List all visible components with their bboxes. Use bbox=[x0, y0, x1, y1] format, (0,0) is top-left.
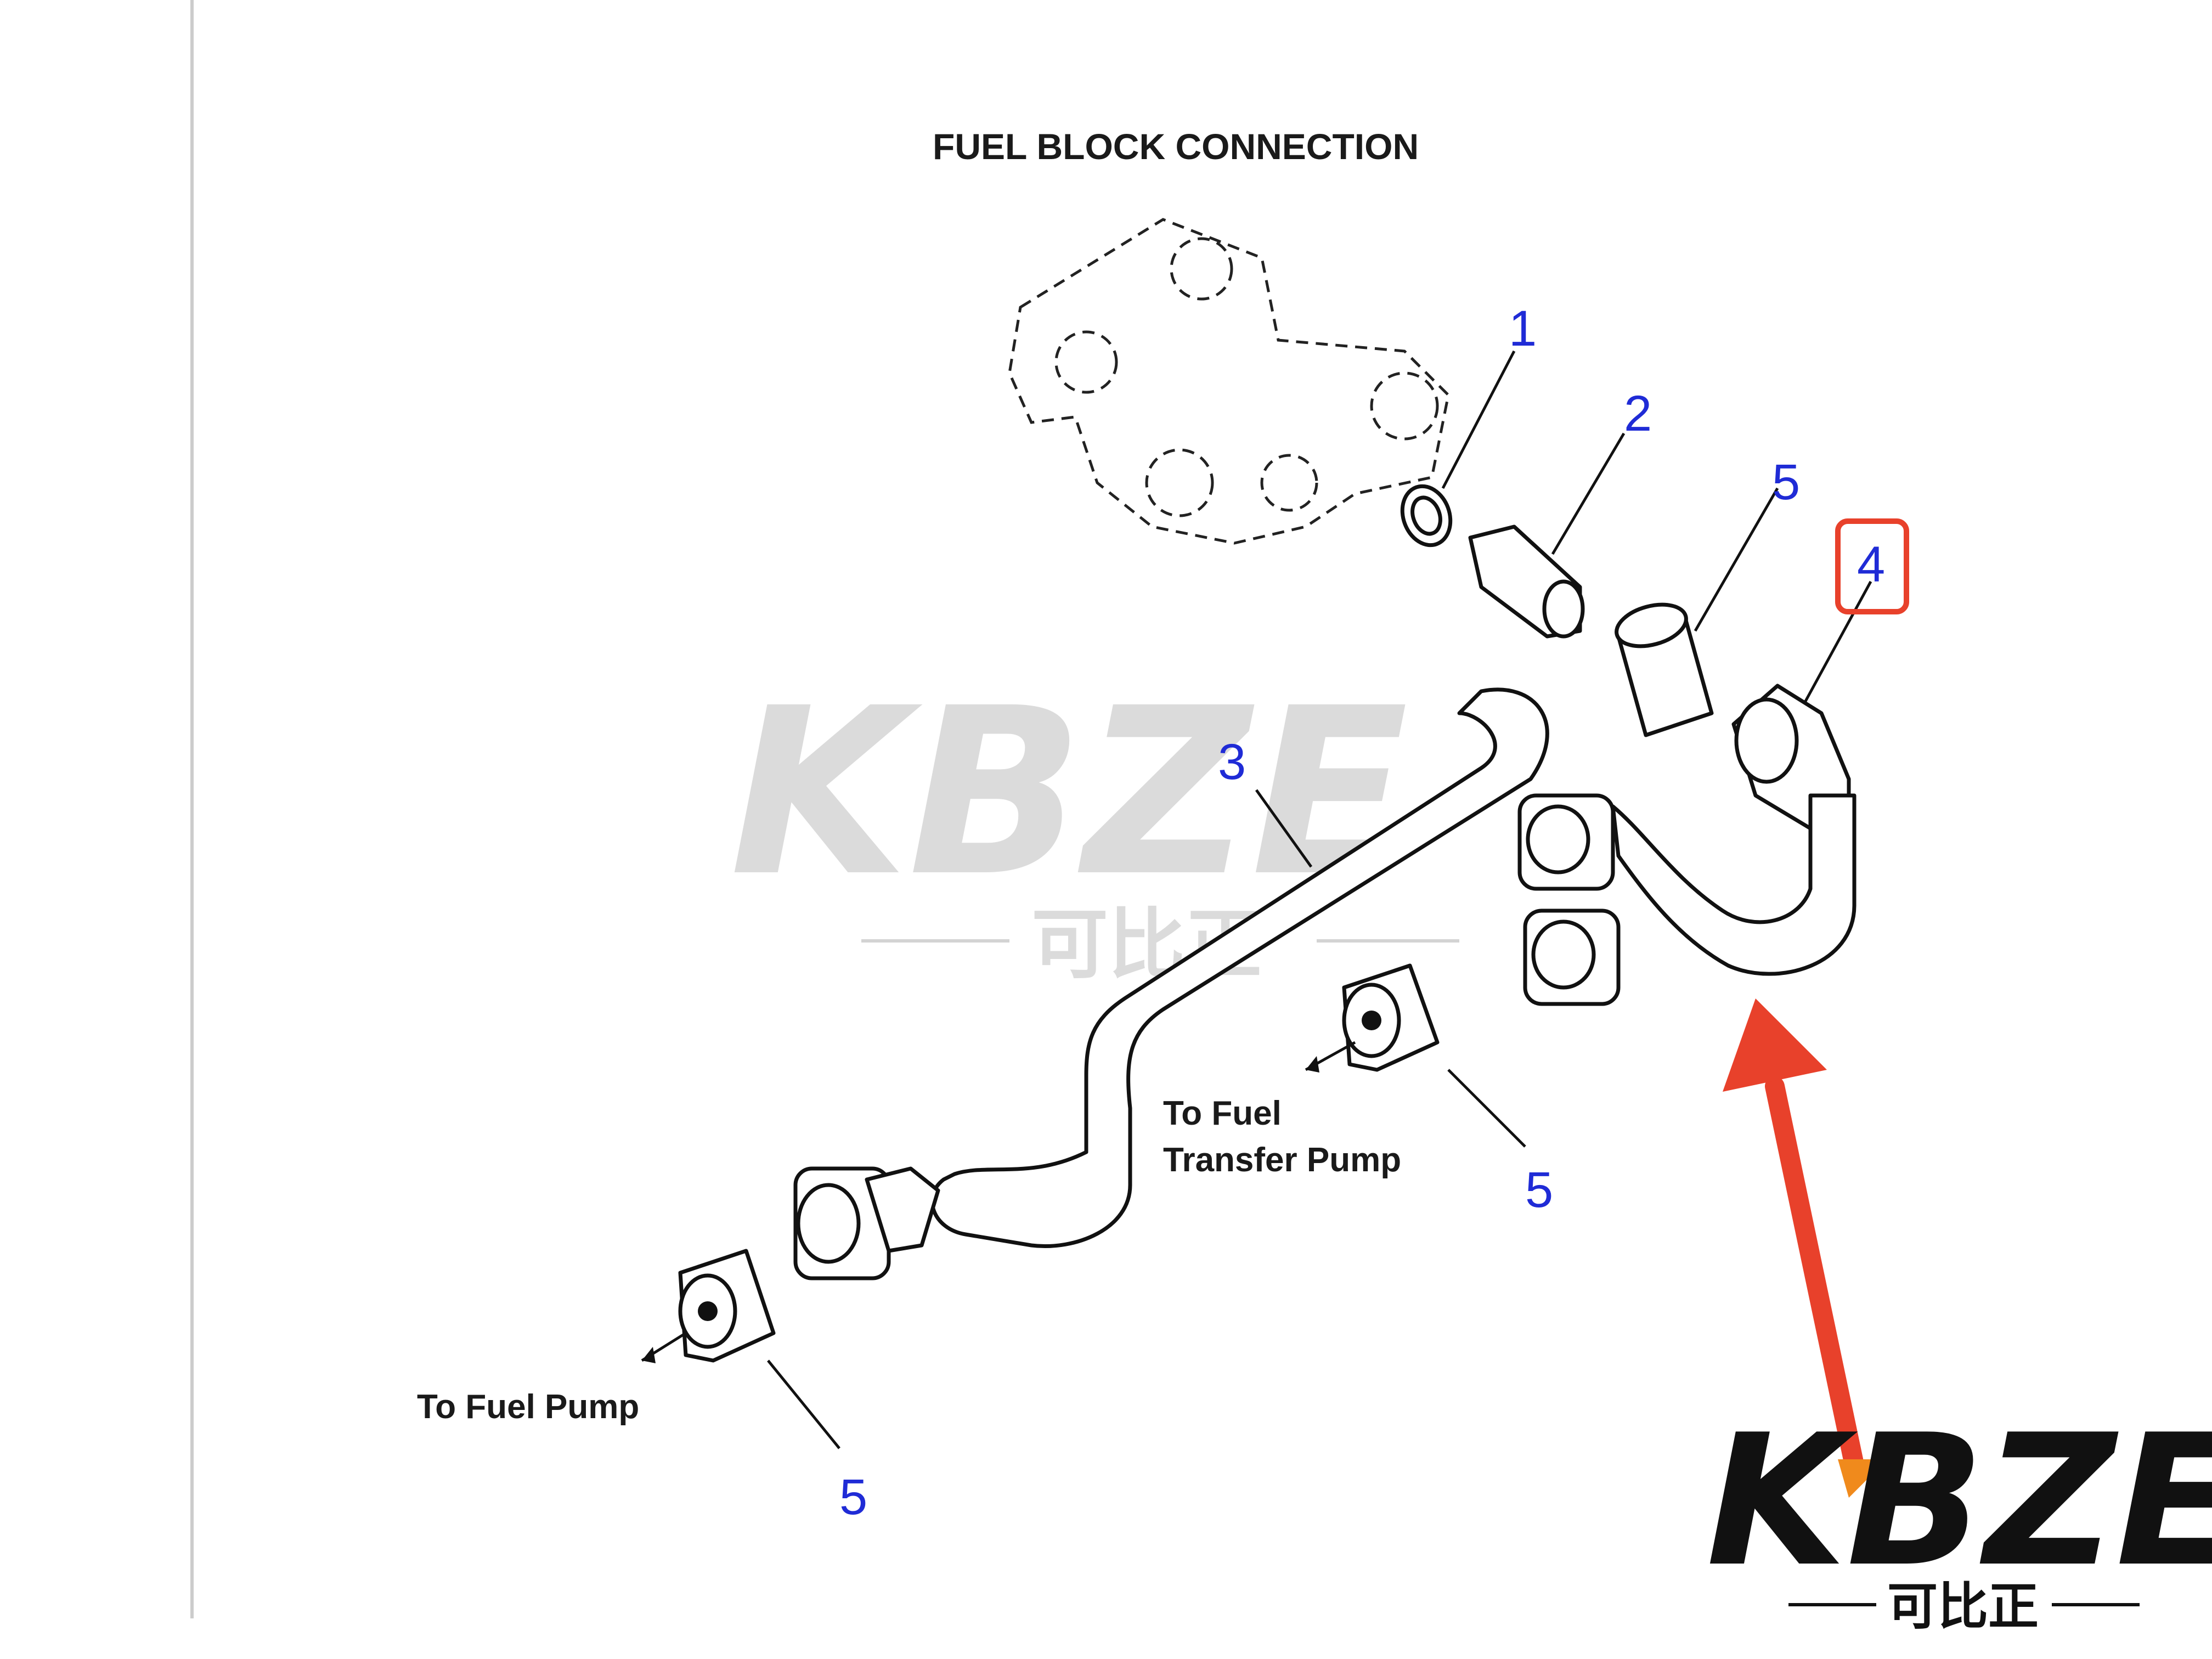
callout-2: 2 bbox=[1624, 386, 1652, 442]
callout-5-middle: 5 bbox=[1525, 1162, 1553, 1218]
sleeve-part-upper bbox=[1615, 602, 1714, 737]
diagram-title: FUEL BLOCK CONNECTION bbox=[933, 126, 1419, 167]
fitting-part bbox=[1468, 524, 1585, 639]
o-ring-part bbox=[1400, 484, 1453, 548]
callout-4: 4 bbox=[1857, 537, 1885, 592]
watermark-brand: KBZE bbox=[730, 659, 1408, 927]
callout-1: 1 bbox=[1509, 301, 1537, 357]
label-fuel-transfer-pump-line2: Transfer Pump bbox=[1163, 1141, 1401, 1179]
brand-logo-subtitle: 可比正 bbox=[1887, 1577, 2039, 1636]
sleeve-part-middle bbox=[1305, 963, 1440, 1073]
leader-lines bbox=[767, 350, 1872, 1449]
highlight-arrow bbox=[1723, 998, 1864, 1475]
callout-5-lower: 5 bbox=[839, 1469, 867, 1525]
callout-3: 3 bbox=[1218, 734, 1246, 790]
tube-assembly-part bbox=[793, 687, 1857, 1280]
callout-5-upper: 5 bbox=[1772, 454, 1800, 510]
sleeve-part-lower bbox=[641, 1249, 776, 1363]
label-fuel-transfer-pump-line1: To Fuel bbox=[1163, 1094, 1282, 1132]
label-fuel-pump: To Fuel Pump bbox=[417, 1388, 639, 1426]
watermark: KBZE 可比正 bbox=[730, 659, 1459, 990]
fuel-block bbox=[1008, 218, 1450, 545]
brand-logo: KBZE 可比正 bbox=[1706, 1396, 2212, 1636]
brand-logo-wordmark: KBZE bbox=[1706, 1396, 2212, 1606]
callout-4-highlight-box bbox=[1835, 518, 1909, 614]
